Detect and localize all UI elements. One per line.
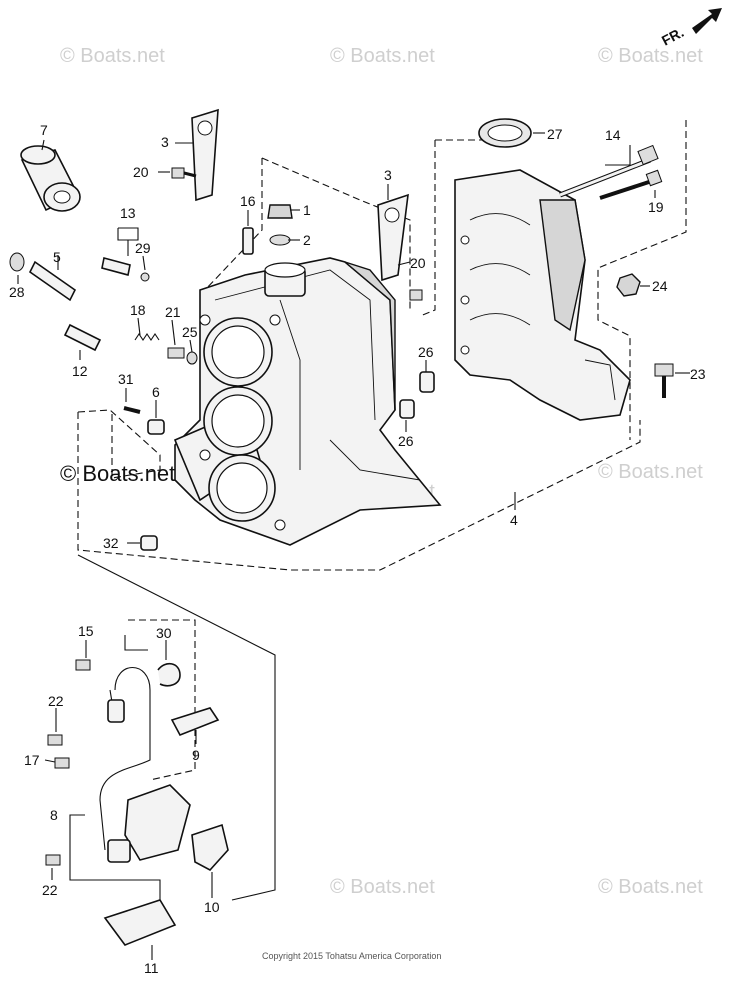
callout-8: 8 (50, 807, 58, 823)
callout-5: 5 (53, 249, 61, 265)
callout-26: 26 (418, 344, 434, 360)
callout-1: 1 (303, 202, 311, 218)
callout-17: 17 (24, 752, 40, 768)
washer-icon (9, 252, 25, 272)
callout-9: 9 (192, 747, 200, 763)
watermark: © Boats.net (330, 876, 435, 898)
callout-3: 3 (161, 134, 169, 150)
bolt-icon (54, 757, 70, 769)
sender-unit-icon (28, 260, 77, 302)
front-arrow-icon (692, 8, 722, 34)
bracket-icon (170, 707, 220, 737)
callout-27: 27 (547, 126, 563, 142)
callout-20: 20 (410, 255, 426, 271)
callout-18: 18 (130, 302, 146, 318)
bolt-icon (654, 363, 674, 398)
callout-10: 10 (204, 899, 220, 915)
leader-lines (17, 132, 690, 960)
callouts: 1 2 3 3 4 5 6 7 8 9 10 11 12 13 14 15 16… (9, 122, 706, 976)
watermark: © Boats.net (330, 45, 435, 67)
watermark: © Boats.net (598, 876, 703, 898)
callout-4: 4 (510, 512, 518, 528)
callout-32: 32 (103, 535, 119, 551)
bracket-icon (103, 899, 177, 946)
callout-28: 28 (9, 284, 25, 300)
washer-icon (140, 272, 150, 282)
watermarks: © Boats.net © Boats.net © Boats.net © Bo… (60, 45, 703, 898)
plug-icon (167, 347, 185, 359)
wire-harness-icon (99, 666, 151, 851)
callout-16: 16 (240, 193, 256, 209)
bolt-icon (47, 734, 63, 746)
callout-22: 22 (42, 882, 58, 898)
dowel-pin-icon (419, 371, 435, 393)
bolt-icon (599, 169, 663, 200)
callout-30: 30 (156, 625, 172, 641)
callout-23: 23 (690, 366, 706, 382)
callout-6: 6 (152, 384, 160, 400)
callout-11: 11 (144, 960, 159, 976)
oil-filter-icon (20, 145, 81, 212)
sensor-icon (242, 227, 254, 255)
watermark: © Boats.net (598, 461, 703, 483)
small-parts (9, 108, 674, 946)
plug-icon (267, 204, 293, 219)
bolt-icon (559, 144, 659, 198)
bolt-icon (409, 289, 423, 301)
washer-icon (269, 234, 291, 246)
engine-hanger-icon (191, 108, 219, 202)
callout-29: 29 (135, 240, 151, 256)
cylinder-block (173, 257, 442, 546)
crankcase (454, 169, 631, 421)
connector-icon (107, 839, 131, 863)
fitting-icon (101, 257, 131, 276)
cap-icon (147, 419, 165, 435)
gasket-icon (191, 823, 229, 872)
switch-icon (63, 323, 102, 352)
copyright-notice: Copyright 2015 Tohatsu America Corporati… (262, 951, 441, 961)
o-ring-icon (478, 118, 532, 148)
callout-20: 20 (133, 164, 149, 180)
watermark: © Boats.net (598, 45, 703, 67)
bolt-icon (123, 406, 141, 414)
callout-12: 12 (72, 363, 88, 379)
bolt-icon (171, 167, 185, 179)
dowel-pin-icon (140, 535, 158, 551)
bolt-icon (75, 659, 91, 671)
watermark: © Boats.net (60, 45, 165, 67)
callout-25: 25 (182, 324, 198, 340)
washer-icon (186, 351, 198, 365)
callout-15: 15 (78, 623, 94, 639)
nut-icon (616, 273, 641, 297)
sensor-housing-icon (124, 784, 191, 861)
spring-icon (134, 333, 160, 341)
callout-24: 24 (652, 278, 668, 294)
group-boundaries (69, 120, 687, 901)
callout-31: 31 (118, 371, 134, 387)
callout-2: 2 (303, 232, 311, 248)
callout-3: 3 (384, 167, 392, 183)
bolt-icon (45, 854, 61, 866)
callout-22: 22 (48, 693, 64, 709)
callout-26: 26 (398, 433, 414, 449)
callout-21: 21 (165, 304, 181, 320)
watermark-main: © Boats.net (60, 461, 175, 486)
front-direction-indicator: FR. (659, 8, 722, 49)
engine-hanger-icon (377, 193, 409, 282)
clip-icon (157, 662, 181, 687)
connector-icon (107, 699, 125, 723)
callout-13: 13 (120, 205, 136, 221)
dowel-pin-icon (399, 399, 415, 419)
callout-7: 7 (40, 122, 48, 138)
callout-14: 14 (605, 127, 621, 143)
callout-19: 19 (648, 199, 664, 215)
